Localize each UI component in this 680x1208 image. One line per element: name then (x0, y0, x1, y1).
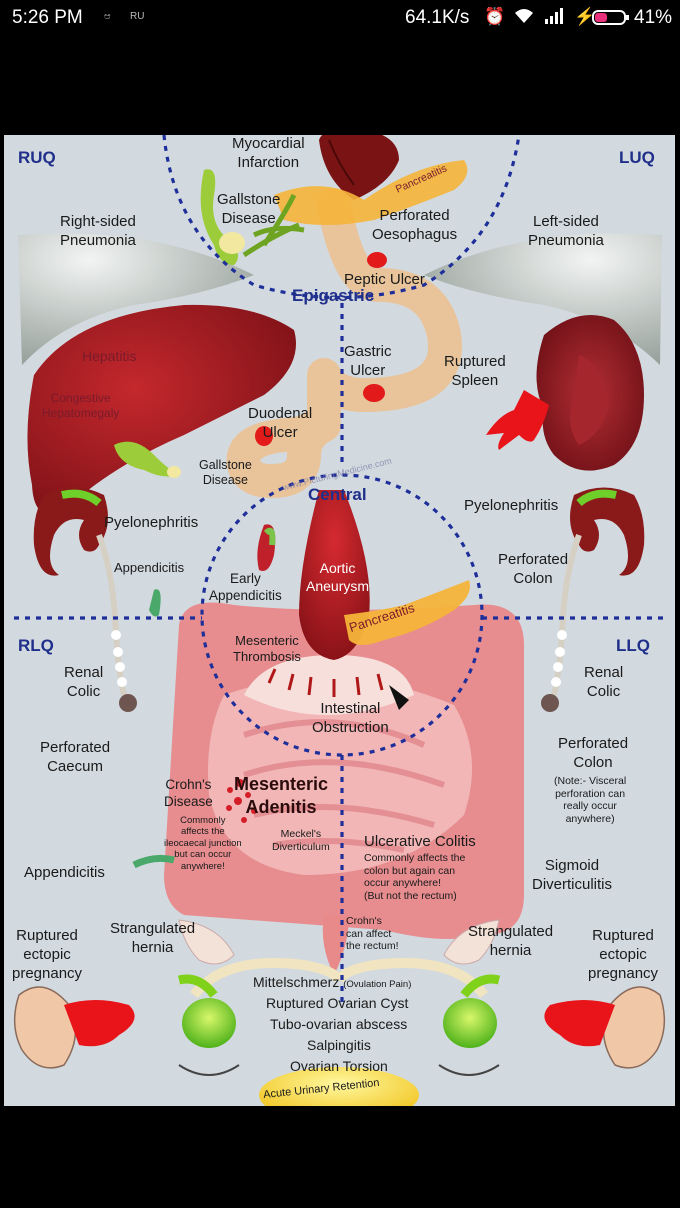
appendix-lower (132, 854, 175, 869)
gallbladder-lower (114, 441, 179, 477)
alarm-icon: ⏰ (484, 7, 506, 26)
region-epigastric: Epigastric (292, 286, 375, 305)
obstruction-knot (389, 685, 409, 710)
mesentery (244, 655, 414, 715)
label-ulcerative-colitis: Ulcerative Colitis (364, 833, 476, 850)
ectopic-bleed-right (64, 1000, 135, 1047)
notification-icon-2: RU (130, 11, 145, 22)
label-ovulation-pain: (Ovulation Pain) (343, 979, 412, 990)
label-mittelschmerz: Mittelschmerz (Ovulation Pain) (253, 974, 412, 990)
hernia-left (443, 919, 500, 965)
notification-icon-1: ಆ (104, 11, 111, 22)
label-hepatitis: Hepatitis (82, 348, 137, 364)
right-kidney (33, 487, 108, 576)
label-salpingitis: Salpingitis (307, 1037, 371, 1053)
status-bar: 5:26 PM ಆ RU 64.1K/s ⏰ ⚡ 41% (0, 0, 680, 36)
battery-percent: 41% (634, 7, 673, 28)
pancreas-upper (274, 160, 468, 225)
label-ruptured-ovarian-cyst: Ruptured Ovarian Cyst (266, 995, 409, 1011)
network-speed: 64.1K/s (405, 7, 470, 28)
quadrant-luq: LUQ (619, 148, 655, 167)
bladder (259, 1067, 419, 1106)
quadrant-llq: LLQ (616, 636, 650, 655)
left-lung (424, 233, 662, 365)
signal-icon (543, 7, 565, 30)
appendix-upper (149, 589, 161, 617)
spleen-bleed (486, 390, 549, 450)
heart (319, 135, 399, 200)
charging-icon: ⚡ (574, 7, 596, 26)
ovary-right (182, 998, 236, 1048)
label-ovarian-torsion: Ovarian Torsion (290, 1058, 388, 1074)
label-pyelonephritis-right: Pyelonephritis (104, 514, 199, 531)
anatomy-illustration (13, 135, 669, 1106)
right-lung (18, 233, 254, 365)
left-kidney (570, 487, 645, 576)
label-peptic-ulcer: Peptic Ulcer (344, 271, 425, 288)
pancreas-central (344, 580, 470, 645)
liver (27, 304, 296, 515)
quadrant-lines (14, 135, 669, 1005)
label-pyelonephritis-left: Pyelonephritis (464, 497, 559, 514)
adenitis-nodes (226, 779, 257, 823)
clock: 5:26 PM (12, 7, 83, 28)
ovary-left (443, 998, 497, 1048)
gastric-ulcer-spot (363, 384, 385, 402)
uterus-right (13, 986, 77, 1069)
hernia-right (178, 919, 235, 965)
battery-icon (592, 10, 629, 25)
fallopian-tube-left (334, 958, 488, 999)
quadrant-rlq: RLQ (18, 636, 54, 655)
ectopic-bleed-left (544, 1000, 615, 1047)
peptic-ulcer-spot (367, 252, 387, 268)
uterus-left (602, 986, 666, 1069)
duodenal-ulcer-spot (255, 426, 273, 446)
fallopian-tube-right (190, 958, 344, 999)
wifi-icon (514, 7, 534, 30)
label-appendicitis-top: Appendicitis (114, 560, 185, 575)
label-appendicitis-low: Appendicitis (24, 864, 105, 881)
region-central: Central (308, 485, 367, 504)
abdominal-pain-diagram: RUQ LUQ RLQ LLQ Epigastric Central Myoca… (4, 135, 675, 1106)
label-tubo-ovarian-abscess: Tubo-ovarian abscess (270, 1016, 408, 1032)
rectum (322, 915, 349, 975)
quadrant-ruq: RUQ (18, 148, 56, 167)
